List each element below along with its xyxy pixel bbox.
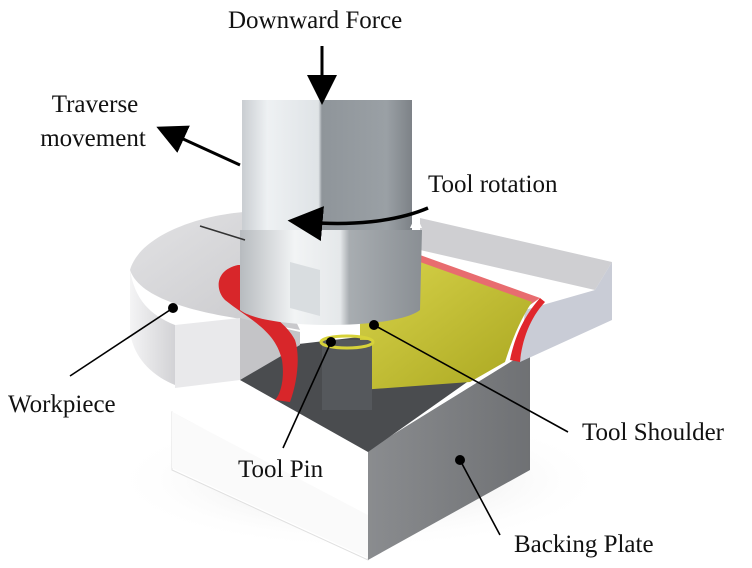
- workpiece-right-side: [520, 262, 612, 362]
- workpiece-leader: [69, 307, 174, 377]
- annotations: [69, 46, 569, 536]
- tool: [240, 100, 422, 325]
- tool-shoulder-cut: [290, 262, 320, 316]
- weld-zone-left: [218, 265, 298, 402]
- workpiece-left-front: [175, 318, 240, 388]
- label-workpiece: Workpiece: [8, 391, 116, 418]
- backing-plate-front-face: [172, 412, 368, 558]
- backing-plate-leader: [459, 459, 501, 536]
- tool-cylinder: [242, 100, 412, 230]
- tool-pin-leader: [282, 341, 332, 449]
- tool-shoulder: [240, 230, 422, 325]
- workpiece-top-right: [420, 218, 612, 290]
- label-traverse-line1: Traverse: [51, 91, 139, 118]
- weld-zone-right-edge: [510, 298, 545, 362]
- backing-plate: [171, 350, 530, 561]
- label-tool-rotation: Tool rotation: [428, 171, 558, 198]
- backing-plate-top: [172, 380, 368, 515]
- weld-zone-right-top: [420, 255, 540, 305]
- tool-shoulder-leader: [373, 324, 569, 433]
- workpiece-left-side: [130, 270, 175, 385]
- label-tool-shoulder: Tool Shoulder: [582, 419, 724, 446]
- backing-plate-side: [368, 350, 530, 560]
- label-backing-plate: Backing Plate: [514, 531, 654, 558]
- label-tool-pin: Tool Pin: [238, 456, 324, 483]
- workpiece-seam: [199, 225, 246, 241]
- tool-pin-body: [322, 340, 372, 410]
- rotation-arrow: [287, 206, 429, 241]
- traverse-arrow: [156, 125, 241, 167]
- tool-pin-ring: [319, 334, 375, 350]
- tool-shoulder-notch: [410, 215, 422, 228]
- label-downward-force: Downward Force: [228, 7, 403, 34]
- label-traverse-line2: movement: [40, 125, 146, 152]
